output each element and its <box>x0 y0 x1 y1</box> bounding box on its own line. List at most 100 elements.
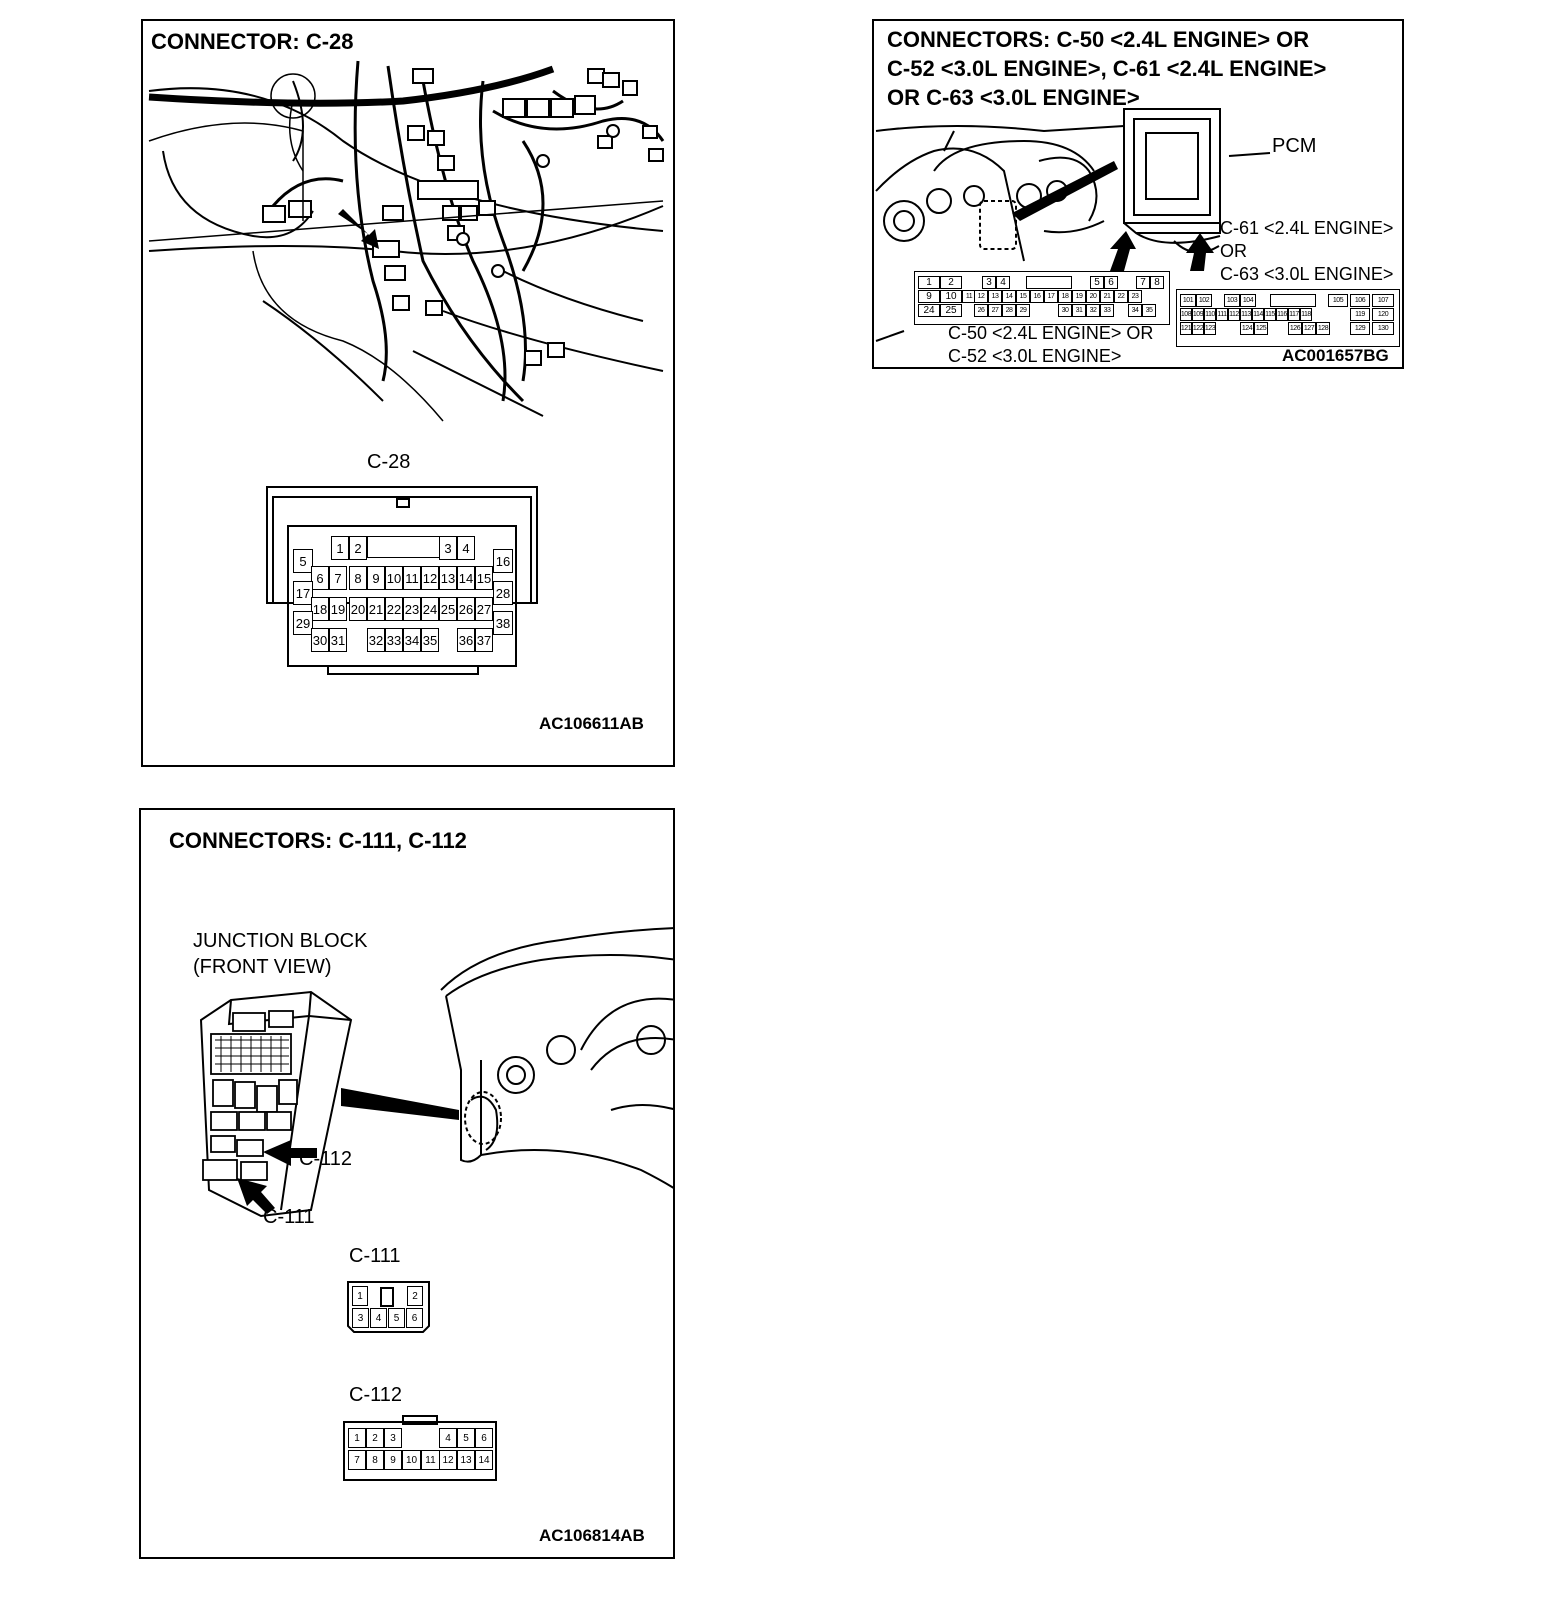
connector-c61-housing <box>1176 289 1400 347</box>
connector-pin: 26 <box>974 304 988 317</box>
connector-pin: 5 <box>1090 276 1104 289</box>
connector-pin: 101 <box>1180 294 1196 307</box>
connector-pin: 118 <box>1300 308 1312 321</box>
connector-pin: 17 <box>1044 290 1058 303</box>
connector-pin: 5 <box>457 1428 475 1448</box>
connector-pin: 31 <box>329 628 347 652</box>
connector-pin: 16 <box>493 549 513 573</box>
connector-pin: 31 <box>1072 304 1086 317</box>
connector-pin: 5 <box>293 549 313 573</box>
connector-pin: 19 <box>329 597 347 621</box>
junction-block-view-label: (FRONT VIEW) <box>193 956 332 978</box>
connector-pin: 18 <box>1058 290 1072 303</box>
junction-block-illustration <box>199 927 673 1481</box>
connector-pin: 9 <box>384 1450 402 1470</box>
connector-pin: 120 <box>1372 308 1394 321</box>
connector-pin: 107 <box>1372 294 1394 307</box>
connector-pin: 4 <box>457 536 475 560</box>
connector-blank-cavity <box>1026 276 1072 289</box>
connector-pin: 130 <box>1372 322 1394 335</box>
connector-label-c28: C-28 <box>367 451 411 473</box>
connector-pin: 11 <box>421 1450 440 1470</box>
connector-pin: 7 <box>329 566 347 590</box>
connector-pin: 127 <box>1302 322 1316 335</box>
c112-callout: C-112 <box>299 1148 352 1170</box>
connector-pin: 7 <box>348 1450 366 1470</box>
c52-label: C-52 <3.0L ENGINE> <box>948 346 1122 366</box>
harness-illustration <box>148 60 665 422</box>
connector-pin: 21 <box>1100 290 1114 303</box>
connector-pin: 24 <box>421 597 439 621</box>
connector-pin: 6 <box>475 1428 493 1448</box>
connector-pin: 8 <box>366 1450 384 1470</box>
connector-pin: 38 <box>493 611 513 635</box>
connector-pin: 3 <box>352 1308 369 1328</box>
connector-pin: 1 <box>331 536 349 560</box>
connector-pin: 6 <box>406 1308 423 1328</box>
connector-pin: 105 <box>1328 294 1348 307</box>
figure-code: AC001657BG <box>1282 346 1389 365</box>
connector-pin: 25 <box>439 597 457 621</box>
connector-label-c112: C-112 <box>349 1384 402 1406</box>
connector-pin: 13 <box>457 1450 475 1470</box>
connector-pin: 5 <box>388 1308 405 1328</box>
connector-pin: 10 <box>385 566 403 590</box>
arrow-icon <box>1110 231 1136 271</box>
connector-pin: 116 <box>1276 308 1288 321</box>
connector-pin: 109 <box>1192 308 1204 321</box>
connector-pin: 124 <box>1240 322 1254 335</box>
connector-pin: 20 <box>349 597 367 621</box>
connector-pin: 128 <box>1316 322 1330 335</box>
c50-label: C-50 <2.4L ENGINE> OR <box>948 323 1154 343</box>
connector-pin: 37 <box>475 628 493 652</box>
connector-pin: 3 <box>439 536 457 560</box>
connector-pin: 29 <box>293 611 313 635</box>
connector-pin: 36 <box>457 628 475 652</box>
dashboard-pcm-illustration <box>875 108 1271 342</box>
connector-pin: 13 <box>988 290 1002 303</box>
c111-callout: C-111 <box>263 1206 315 1228</box>
connector-label-c111: C-111 <box>349 1245 401 1267</box>
connector-blank-cavity <box>1270 294 1316 307</box>
connector-pin: 2 <box>366 1428 384 1448</box>
panel-connectors-c111-c112: CONNECTORS: C-111, C-112 JUNCTION BLOCK … <box>139 808 675 1559</box>
connector-pin: 106 <box>1350 294 1370 307</box>
connector-pin: 1 <box>918 276 940 289</box>
connector-pin: 10 <box>940 290 962 303</box>
connector-pin: 9 <box>367 566 385 590</box>
c63-label: C-63 <3.0L ENGINE> <box>1220 264 1394 284</box>
connector-pin: 112 <box>1228 308 1240 321</box>
connector-pin: 33 <box>385 628 403 652</box>
connector-pin: 29 <box>1016 304 1030 317</box>
connector-pin: 1 <box>352 1286 368 1306</box>
figure-code: AC106611AB <box>539 714 644 733</box>
connector-pin: 2 <box>407 1286 423 1306</box>
connector-pin: 6 <box>311 566 329 590</box>
connector-c50-housing <box>914 271 1170 325</box>
connector-pin: 103 <box>1224 294 1240 307</box>
connector-pin: 115 <box>1264 308 1276 321</box>
pointer-arrow-icon <box>1012 161 1118 221</box>
connector-pin: 22 <box>1114 290 1128 303</box>
connector-pin: 119 <box>1350 308 1370 321</box>
connector-pin: 14 <box>457 566 475 590</box>
connector-blank-cavity <box>367 536 443 558</box>
connector-pin: 111 <box>1216 308 1228 321</box>
junction-block-label: JUNCTION BLOCK <box>193 930 368 952</box>
connector-pin: 123 <box>1204 322 1216 335</box>
connector-pin: 114 <box>1252 308 1264 321</box>
connector-pin: 2 <box>940 276 962 289</box>
connector-pin: 27 <box>988 304 1002 317</box>
connector-pin: 30 <box>1058 304 1072 317</box>
connector-pin: 12 <box>421 566 439 590</box>
connector-pin: 122 <box>1192 322 1204 335</box>
connector-pin: 24 <box>918 304 940 317</box>
arrow-icon <box>237 1178 275 1214</box>
connector-pin: 2 <box>349 536 367 560</box>
connector-pin: 9 <box>918 290 940 303</box>
connector-pin: 12 <box>439 1450 457 1470</box>
connector-pin: 13 <box>439 566 457 590</box>
connector-pin: 17 <box>293 581 313 605</box>
connector-pin: 8 <box>1150 276 1164 289</box>
connector-pin: 23 <box>1128 290 1142 303</box>
